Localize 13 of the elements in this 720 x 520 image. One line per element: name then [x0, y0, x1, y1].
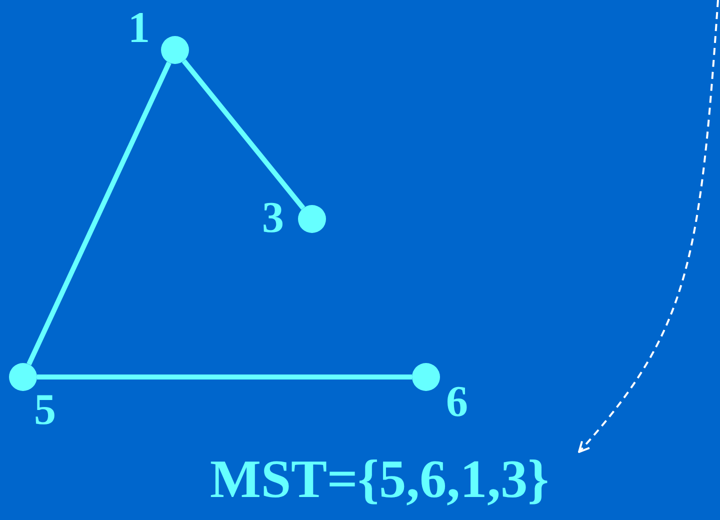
vertex-dot [9, 363, 37, 391]
vertex-label: 3 [262, 196, 284, 240]
vertex-label: 1 [128, 6, 150, 50]
graph-edge [182, 59, 306, 210]
vertex-label: 5 [34, 388, 56, 432]
vertex-dot [161, 36, 189, 64]
set-notation-text: MST={5,6,1,3} [210, 452, 549, 506]
vertex-label: 6 [446, 380, 468, 424]
graph-edge [26, 62, 172, 366]
graph-edge [37, 374, 412, 380]
vertex-dot [412, 363, 440, 391]
dashed-arrow [578, 0, 719, 453]
vertex-dot [298, 205, 326, 233]
